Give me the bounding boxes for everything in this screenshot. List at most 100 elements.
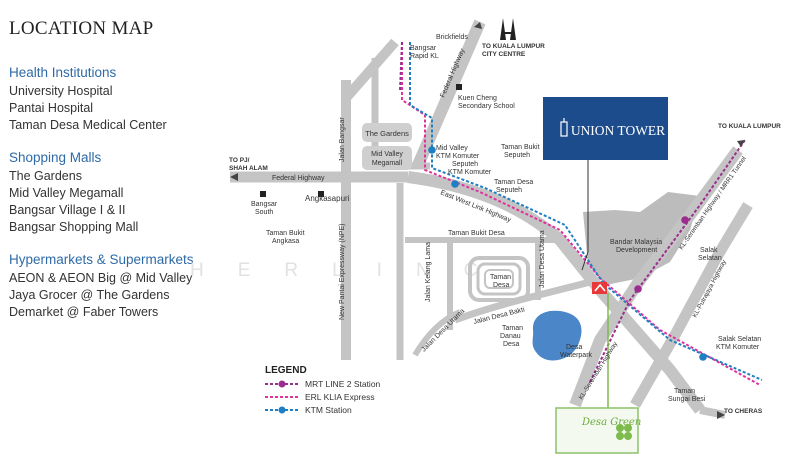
legend-mrt-dot-icon: [278, 380, 286, 388]
map-label: Jalan Desa Utama: [539, 230, 546, 288]
map-label: Angkasapuri: [305, 194, 350, 203]
map-label: Taman: [674, 388, 695, 395]
legend-label: KTM Station: [305, 405, 352, 415]
category-heading: Shopping Malls: [9, 150, 102, 165]
map-label: Federal Highway: [272, 175, 325, 182]
mrt-line: [399, 41, 746, 383]
map-label: Desa: [503, 341, 519, 348]
station-seputeh-ktm: [451, 180, 459, 188]
bangsar-south-marker: [260, 191, 266, 197]
map-label: Jalan Bangsar: [339, 117, 346, 162]
desa-green-box: [555, 407, 639, 454]
legend-title: LEGEND: [265, 365, 307, 376]
legend-label: MRT LINE 2 Station: [305, 379, 381, 389]
arrow-north-icon: [474, 22, 482, 29]
list-item: Pantai Hospital: [9, 101, 94, 115]
map-label: TO CHERAS: [724, 408, 763, 415]
map-label: Development: [616, 247, 657, 254]
map-label: Taman Bukit Desa: [448, 230, 505, 237]
map-label: Taman Bukit: [501, 144, 540, 151]
rail-lines: [399, 41, 763, 386]
list-item: Demarket @ Faber Towers: [9, 305, 159, 319]
map-label: Taman Bukit: [266, 230, 305, 237]
map-label: Salak Selatan: [718, 336, 761, 343]
bandar-malaysia-area: [583, 192, 700, 285]
map-label: Rapid KL: [410, 53, 439, 60]
map-label: Mid Valley: [436, 145, 468, 152]
station-mrt-2: [634, 285, 642, 293]
map-label: Jalan Kelang Lama: [425, 242, 432, 302]
map-label: Secondary School: [458, 103, 515, 110]
map-label: KTM Komuter: [436, 153, 480, 160]
arrow-east-icon: [717, 411, 725, 419]
map-label: New Pantai Expressway (NPE): [339, 224, 346, 320]
road-kl-seremban: [569, 146, 743, 408]
map-label: Jalan Desa Utama: [420, 308, 466, 354]
desa-green-label: Desa Green: [581, 417, 641, 428]
clover-icon: [616, 424, 632, 440]
map-label: TO KUALA LUMPUR: [482, 43, 545, 50]
map-label: Taman: [490, 274, 511, 281]
the-gardens-block: [362, 123, 412, 142]
map-label: Taman: [502, 325, 523, 332]
map-labels: Brickfields TO KUALA LUMPUR CITY CENTRE …: [229, 34, 781, 415]
list-item: The Gardens: [9, 169, 82, 183]
the-gardens-label: The Gardens: [365, 129, 409, 138]
map-label: Seputeh: [504, 152, 530, 159]
road-bangsar-north: [342, 38, 399, 102]
map-label: SHAH ALAM: [229, 165, 268, 172]
list-item: Bangsar Village I & II: [9, 203, 126, 217]
legend: LEGEND MRT LINE 2 Station ERL KLIA Expre…: [265, 365, 381, 415]
map-label: Selatan: [698, 255, 722, 262]
kl-tower-icon: [500, 18, 516, 40]
map-label: Waterpark: [560, 352, 593, 359]
map-label: Kuen Cheng: [458, 95, 497, 102]
road-desa-utama-w: [412, 309, 462, 357]
map-label: Salak: [700, 247, 718, 254]
union-tower-box: [543, 97, 668, 160]
list-item: Taman Desa Medical Center: [9, 118, 167, 132]
watermark: HERLINC: [190, 260, 511, 281]
map-label: Bandar Malaysia: [610, 239, 662, 246]
map-label: KTM Komuter: [448, 169, 492, 176]
station-salak-ktm: [699, 353, 707, 361]
category-malls: Shopping Malls The Gardens Mid Valley Me…: [9, 149, 224, 236]
union-tower-label: UNION TOWER: [571, 123, 665, 138]
arrow-west-icon: [230, 173, 238, 181]
category-heading: Health Institutions: [9, 65, 117, 80]
kuen-cheng-marker: [456, 84, 462, 90]
road-federal-north: [412, 19, 486, 168]
list-item: University Hospital: [9, 84, 113, 98]
map-label: KTM Komuter: [716, 344, 760, 351]
list-item: Bangsar Shopping Mall: [9, 220, 139, 234]
project-marker-symbol: [594, 283, 606, 292]
angkasapuri-marker: [318, 191, 324, 197]
map-label: CITY CENTRE: [482, 51, 526, 58]
map-label: Desa: [566, 344, 582, 351]
map-label: South: [255, 209, 273, 216]
road-kl-putrajaya: [630, 202, 753, 408]
category-health: Health Institutions University Hospital …: [9, 64, 224, 134]
map-label: TO KUALA LUMPUR: [718, 123, 781, 130]
category-panel: LOCATION MAP Health Institutions Univers…: [9, 18, 224, 336]
list-item: AEON & AEON Big @ Mid Valley: [9, 271, 193, 285]
station-mrt-1: [681, 216, 689, 224]
list-item: Mid Valley Megamall: [9, 186, 124, 200]
map-label: Angkasa: [272, 238, 299, 245]
map-label: Bangsar: [251, 201, 278, 208]
map-label: Danau: [500, 333, 521, 340]
legend-ktm-dot-icon: [278, 406, 286, 414]
mid-valley-block: [362, 146, 412, 170]
lake: [532, 310, 582, 361]
mid-valley-label: Mid Valley: [371, 151, 403, 158]
mid-valley-label: Megamall: [372, 160, 403, 167]
project-marker: [592, 282, 607, 294]
page-title: LOCATION MAP: [9, 18, 154, 39]
map-label: Sungai Besi: [668, 396, 706, 403]
map-label: Seputeh: [452, 161, 478, 168]
taman-desa-loops: [468, 256, 530, 302]
union-tower-logo-icon: [560, 118, 568, 137]
ktm-line: [409, 42, 763, 381]
arrow-ne-icon: [737, 140, 745, 147]
